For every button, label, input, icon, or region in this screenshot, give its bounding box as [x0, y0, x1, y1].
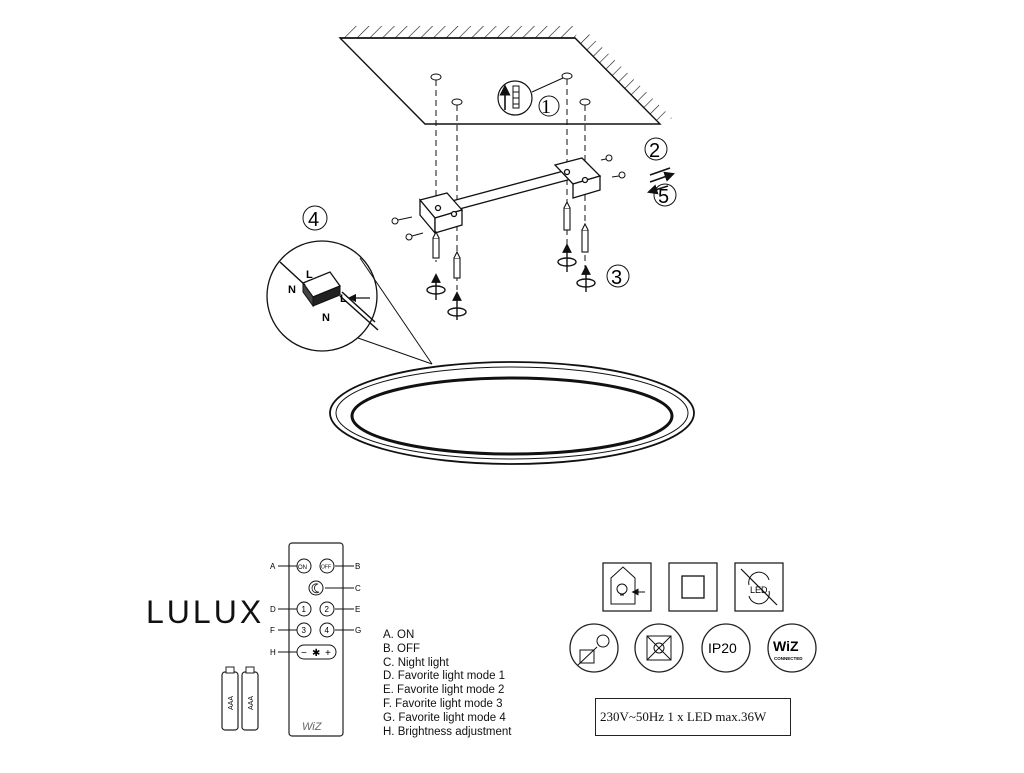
rotate-icon	[557, 243, 577, 272]
rating-plate: 230V~50Hz 1 x LED max.36W	[595, 698, 791, 736]
legend-item: B. OFF	[383, 642, 421, 655]
symbol-led-replace: LED	[734, 562, 784, 612]
step-1-badge	[538, 95, 560, 117]
remote-legend: A. ON B. OFF C. Night light D. Favorite …	[383, 629, 511, 739]
symbol-no-dimmer	[569, 623, 619, 673]
screw-icon	[600, 154, 613, 162]
symbol-ip20: IP20	[701, 623, 751, 673]
remote-brightness-button: − ✱ +	[296, 644, 337, 660]
step-3-label: 3	[611, 267, 622, 289]
neutral-label-bottom: N	[322, 312, 330, 324]
callout-b: B	[355, 562, 360, 571]
callout-h: H	[270, 648, 276, 657]
remote-wiz-logo: WiZ	[302, 721, 323, 733]
svg-text:CONNECTED: CONNECTED	[774, 656, 803, 661]
step-3-badge	[606, 264, 630, 288]
callout-g: G	[355, 626, 361, 635]
remote-off-button: OFF	[319, 558, 335, 574]
step-4-badge	[302, 205, 328, 231]
ceiling-slab	[338, 26, 672, 125]
dimmer-icon	[579, 649, 595, 664]
svg-text:AAA: AAA	[228, 696, 235, 710]
aaa-batteries: AAA AAA	[221, 666, 259, 731]
screw-icon	[563, 200, 571, 231]
remote-control: A B C D E F G H ON OFF 1 2 3	[270, 542, 361, 737]
screw-icon	[611, 171, 626, 179]
rotate-icon	[576, 265, 596, 292]
symbol-no-cover	[634, 623, 684, 673]
legend-item: G. Favorite light mode 4	[383, 711, 506, 724]
double-insulation-icon	[681, 575, 705, 599]
rotate-arrows	[426, 243, 596, 320]
wall-plug-detail: 1	[497, 77, 564, 118]
step-2-label: 2	[649, 140, 660, 162]
remote-night-button	[308, 580, 324, 596]
live-label-side: L	[340, 293, 347, 305]
remote-favorite-3-button: 3	[296, 622, 312, 638]
bulb-icon	[616, 583, 628, 595]
screw-icon	[405, 232, 424, 241]
wiring-detail: L N L N	[266, 240, 433, 365]
symbol-class-ii	[668, 562, 718, 612]
svg-text:2: 2	[325, 605, 330, 614]
legend-item: D. Favorite light mode 1	[383, 670, 506, 683]
replace-arrows-icon	[748, 571, 770, 586]
screw-icon	[391, 216, 413, 225]
svg-text:−: −	[301, 648, 307, 659]
svg-text:IP20: IP20	[708, 640, 737, 656]
remote-on-button: ON	[296, 558, 312, 574]
symbol-indoor-use	[602, 562, 652, 612]
neutral-label-left: N	[288, 284, 296, 296]
callout-c: C	[355, 584, 361, 593]
remote-favorite-4-button: 4	[319, 622, 335, 638]
mounting-bracket	[418, 157, 602, 235]
rotate-icon	[426, 273, 446, 300]
step-1-label: 1	[541, 96, 551, 118]
svg-text:4: 4	[325, 626, 330, 635]
battery-icon: AAA	[221, 666, 239, 731]
svg-text:1: 1	[302, 605, 307, 614]
svg-text:+: +	[325, 648, 331, 659]
battery-icon: AAA	[241, 666, 259, 731]
rotate-icon	[447, 291, 467, 320]
svg-text:ON: ON	[298, 565, 307, 571]
svg-text:LED: LED	[750, 585, 768, 595]
symbol-wiz-connected: WiZ CONNECTED	[767, 623, 817, 673]
legend-item: F. Favorite light mode 3	[383, 697, 503, 710]
callout-f: F	[270, 626, 275, 635]
step-5-badge	[653, 183, 677, 207]
callout-e: E	[355, 605, 360, 614]
insulation-icon	[653, 642, 665, 654]
legend-item: A. ON	[383, 629, 415, 641]
callout-a: A	[270, 562, 276, 571]
remote-favorite-1-button: 1	[296, 601, 312, 617]
step-5-label: 5	[658, 186, 669, 208]
legend-item: C. Night light	[383, 656, 449, 669]
legend-item: E. Favorite light mode 2	[383, 684, 505, 697]
moon-icon	[311, 583, 320, 594]
svg-text:3: 3	[302, 626, 307, 635]
screw-icon	[432, 230, 440, 259]
screw-icon	[453, 250, 461, 279]
brand-logo: LULUX	[146, 594, 265, 630]
remote-favorite-2-button: 2	[319, 601, 335, 617]
legend-item: H. Brightness adjustment	[383, 725, 512, 738]
fixing-screws	[432, 200, 589, 279]
screw-icon	[581, 222, 589, 253]
live-label-top: L	[306, 269, 313, 281]
sun-icon: ✱	[312, 648, 320, 659]
callout-d: D	[270, 605, 276, 614]
step-4-label: 4	[308, 209, 319, 231]
svg-text:OFF: OFF	[321, 565, 331, 571]
round-ceiling-light	[329, 361, 695, 465]
wiz-logo: WiZ	[773, 638, 799, 654]
svg-text:AAA: AAA	[248, 696, 255, 710]
step-2-badge	[644, 137, 668, 161]
bracket-screws	[391, 154, 626, 241]
